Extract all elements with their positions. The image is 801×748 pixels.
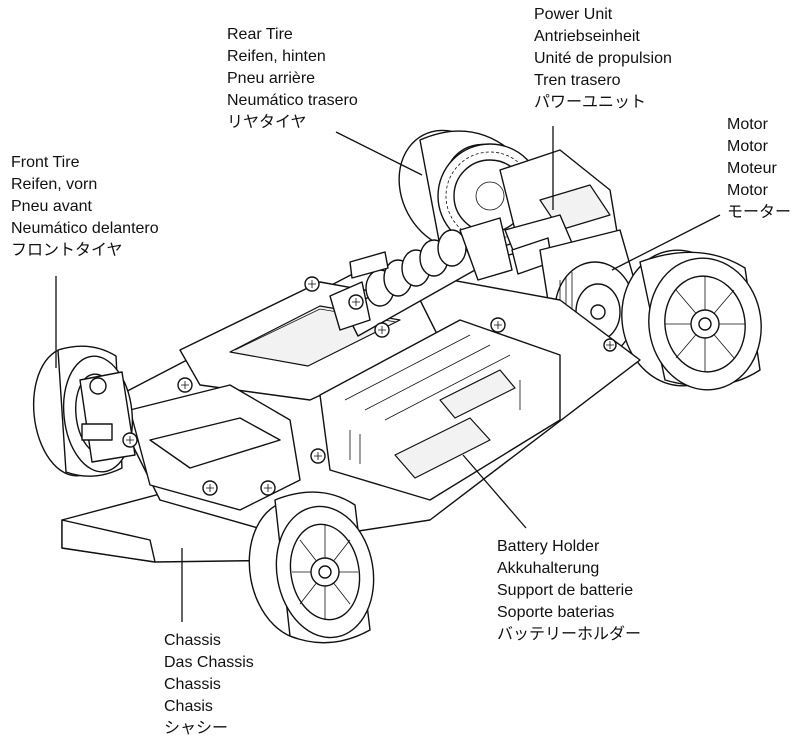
chassis-label: Chassis Das Chassis Chassis Chasis シャシー xyxy=(164,630,254,740)
front-bumper-tab xyxy=(61,519,156,563)
front-left-tire xyxy=(32,345,136,477)
motor-es: Motor xyxy=(727,182,768,199)
chassis-ja: シャシー xyxy=(164,720,229,737)
battery-holder-de: Akkuhalterung xyxy=(497,560,600,577)
motor-fr: Moteur xyxy=(727,160,777,177)
chassis-fr: Chassis xyxy=(164,676,221,693)
front-tire-de: Reifen, vorn xyxy=(11,176,98,193)
front-right-wheel xyxy=(248,491,375,644)
rear-tire-fr: Pneu arrière xyxy=(227,70,316,87)
rear-tire-en: Rear Tire xyxy=(227,26,293,43)
power-unit-es: Tren trasero xyxy=(534,72,621,89)
power-unit-label: Power Unit Antriebseinheit Unité de prop… xyxy=(534,4,672,114)
motor-leader xyxy=(611,214,721,271)
battery-holder-fr: Support de batterie xyxy=(497,582,634,599)
power-unit-ja: パワーユニット xyxy=(534,94,647,111)
chassis-de: Das Chassis xyxy=(164,654,254,671)
front-tire-fr: Pneu avant xyxy=(11,198,92,215)
rear-tire-leader xyxy=(335,131,423,176)
battery-holder-leader xyxy=(462,454,527,529)
front-tire-label: Front Tire Reifen, vorn Pneu avant Neumá… xyxy=(11,152,159,262)
battery-holder-en: Battery Holder xyxy=(497,538,600,555)
damper-spring xyxy=(329,217,513,337)
battery-holder-es: Soporte baterias xyxy=(497,604,615,621)
motor-de: Motor xyxy=(727,138,768,155)
battery-holder-label: Battery Holder Akkuhalterung Support de … xyxy=(497,536,641,646)
front-tire-en: Front Tire xyxy=(11,154,80,171)
battery-holder-ja: バッテリーホルダー xyxy=(497,626,642,643)
motor-en: Motor xyxy=(727,116,768,133)
chassis-en: Chassis xyxy=(164,632,221,649)
rear-tire-label: Rear Tire Reifen, hinten Pneu arrière Ne… xyxy=(227,24,358,134)
rear-tire-de: Reifen, hinten xyxy=(227,48,326,65)
rear-tire-ja: リヤタイヤ xyxy=(227,114,307,131)
power-unit-en: Power Unit xyxy=(534,6,613,23)
front-tire-es: Neumático delantero xyxy=(11,220,159,237)
motor-ja: モーター xyxy=(727,204,792,221)
right-wheel xyxy=(621,249,762,391)
power-unit-de: Antriebseinheit xyxy=(534,28,640,45)
power-unit-fr: Unité de propulsion xyxy=(534,50,672,67)
motor-label: Motor Motor Moteur Motor モーター xyxy=(727,114,791,224)
screws xyxy=(122,276,617,496)
front-tire-ja: フロントタイヤ xyxy=(11,242,123,259)
chassis-es: Chasis xyxy=(164,698,213,715)
leader-lines xyxy=(55,126,721,622)
rear-tire-es: Neumático trasero xyxy=(227,92,358,109)
